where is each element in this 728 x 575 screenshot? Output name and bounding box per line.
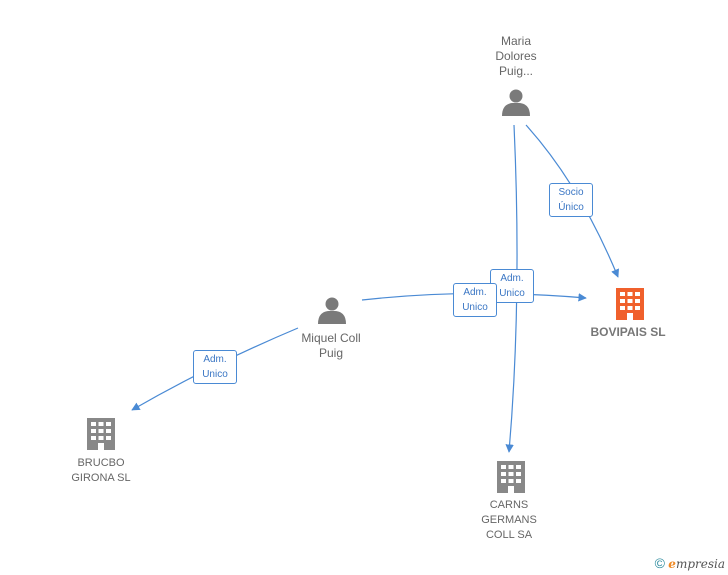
building-icon[interactable] (497, 461, 525, 493)
person-icon[interactable] (502, 89, 530, 117)
brand-logo: empresia (668, 557, 725, 571)
building-icon[interactable] (616, 288, 644, 320)
building-icon[interactable] (87, 418, 115, 450)
edge-label-adm-unico-bovipais[interactable]: Adm.Unico (453, 283, 497, 317)
person-icon[interactable] (318, 297, 346, 325)
company-label-bovipais[interactable]: BOVIPAIS SL (590, 325, 666, 339)
footer-brand: © empresia (655, 555, 725, 571)
edge-label-adm-unico-brucbo[interactable]: Adm.Unico (193, 350, 237, 384)
edge-label-adm-unico-carns[interactable]: Adm.Unico (490, 269, 534, 303)
copyright-icon: © (654, 555, 665, 571)
